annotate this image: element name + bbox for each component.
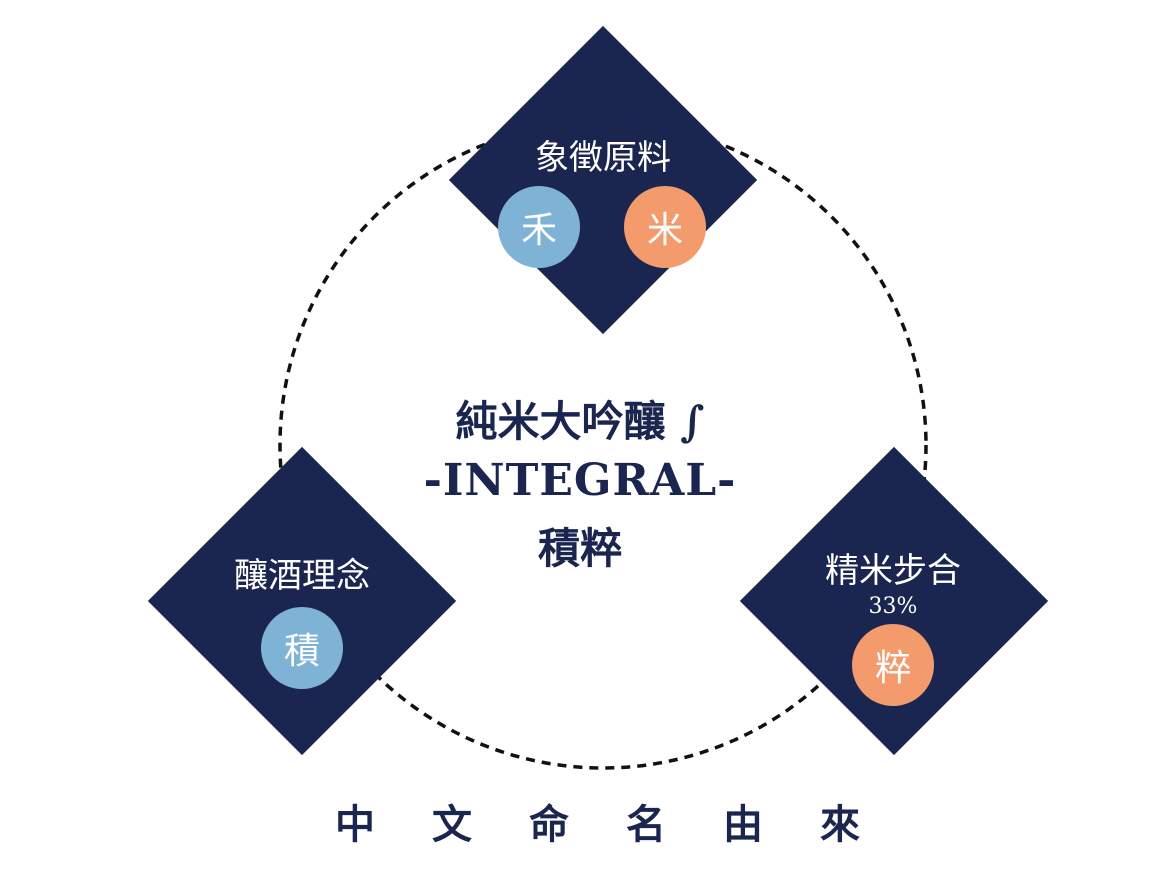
badge-he: 禾 [498,186,580,268]
footer-char: 命 [529,801,569,848]
badge-ji: 積 [261,607,343,689]
right-node-label: 精米步合 [825,551,961,591]
top-node-label: 象徵原料 [535,138,671,178]
footer-char: 文 [432,801,472,848]
center-title-line3: 積粹 [537,524,623,573]
footer-char: 名 [626,801,666,848]
badge-cui: 粹 [852,624,934,706]
footer-char: 中 [335,801,375,848]
center-title-line2: -INTEGRAL- [423,455,737,506]
polishing-ratio-value: 33% [868,594,918,619]
footer-char: 由 [723,801,763,848]
left-node-label: 釀酒理念 [234,556,370,596]
footer-title: 中 文 命 名 由 來 [335,792,860,850]
badge-mi: 米 [624,186,706,268]
center-title-line1: 純米大吟釀 ∫ [455,397,705,446]
footer-char: 來 [820,801,860,848]
